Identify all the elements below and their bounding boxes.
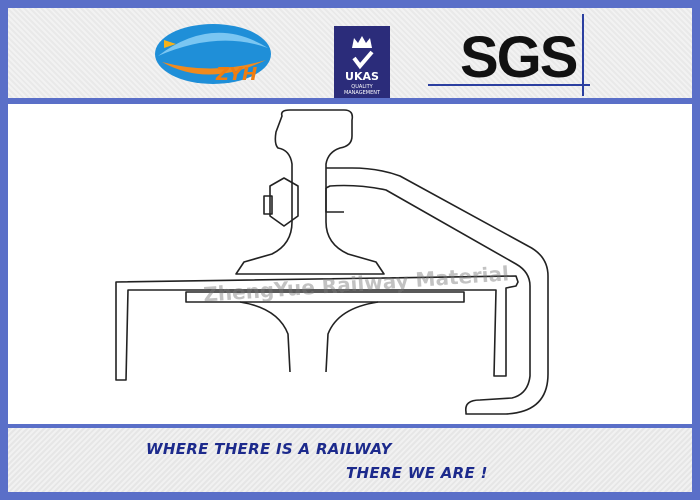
sgs-divider-horizontal (428, 84, 590, 86)
logo-text: ZYH (216, 64, 258, 85)
slogan-line-2: THERE WE ARE ! (346, 464, 488, 482)
bolt-shaft (263, 195, 273, 215)
ukas-label: UKAS (345, 70, 379, 83)
company-logo: ZYH (148, 18, 278, 90)
ukas-sub-label-1: QUALITY (351, 84, 373, 90)
ukas-badge: UKAS QUALITY MANAGEMENT (334, 26, 390, 98)
crown-icon (352, 36, 372, 48)
header-banner: ZYH UKAS QUALITY MANAGEMENT SGS (8, 8, 692, 98)
slogan-line-1: WHERE THERE IS A RAILWAY (146, 440, 392, 458)
channel-beam (115, 275, 519, 381)
beam-web (239, 301, 379, 373)
footer-banner: WHERE THERE IS A RAILWAY THERE WE ARE ! (8, 428, 692, 492)
base-plate (185, 291, 465, 303)
clamp-arm (325, 167, 549, 415)
sgs-divider-vertical (582, 14, 584, 96)
ukas-sub-label-2: MANAGEMENT (343, 90, 381, 96)
checkmark-icon (352, 50, 374, 70)
sgs-logo: SGS (460, 25, 578, 90)
bolt-nut (269, 177, 299, 227)
rail-clamp-drawing (115, 109, 549, 415)
product-drawing-area: ZhengYue Railway Material (8, 104, 692, 424)
clamp-arm-inner (325, 188, 344, 213)
rail-head (235, 109, 385, 275)
